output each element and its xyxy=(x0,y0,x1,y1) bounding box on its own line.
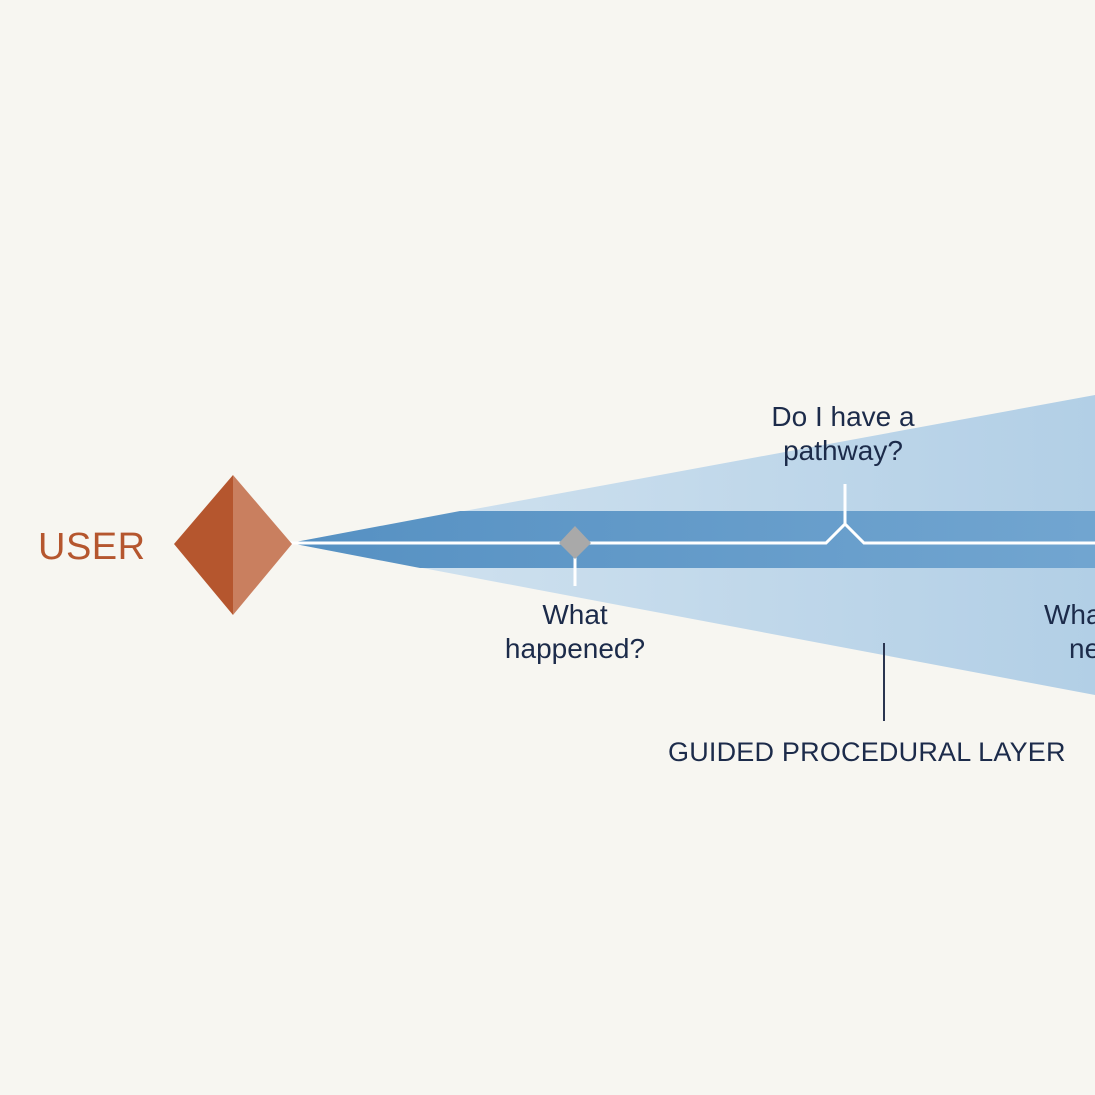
question-next-line1: Wha xyxy=(1044,599,1095,630)
question-next: Wha ne xyxy=(1044,598,1095,666)
guided-procedural-layer-label: GUIDED PROCEDURAL LAYER xyxy=(668,737,1066,767)
question-pathway: Do I have a pathway? xyxy=(763,400,923,468)
question-happened: What happened? xyxy=(495,598,655,666)
checkpoint-diamond xyxy=(559,526,591,559)
question-next-line2: ne xyxy=(1069,633,1095,664)
question-pathway-line1: Do I have a xyxy=(771,401,915,432)
question-happened-line2: happened? xyxy=(504,633,646,664)
user-label: USER xyxy=(38,526,146,568)
question-happened-line1: What xyxy=(542,599,608,630)
procedural-band xyxy=(290,511,1095,568)
user-diamond-icon xyxy=(174,475,292,615)
question-pathway-line2: pathway? xyxy=(783,435,903,466)
